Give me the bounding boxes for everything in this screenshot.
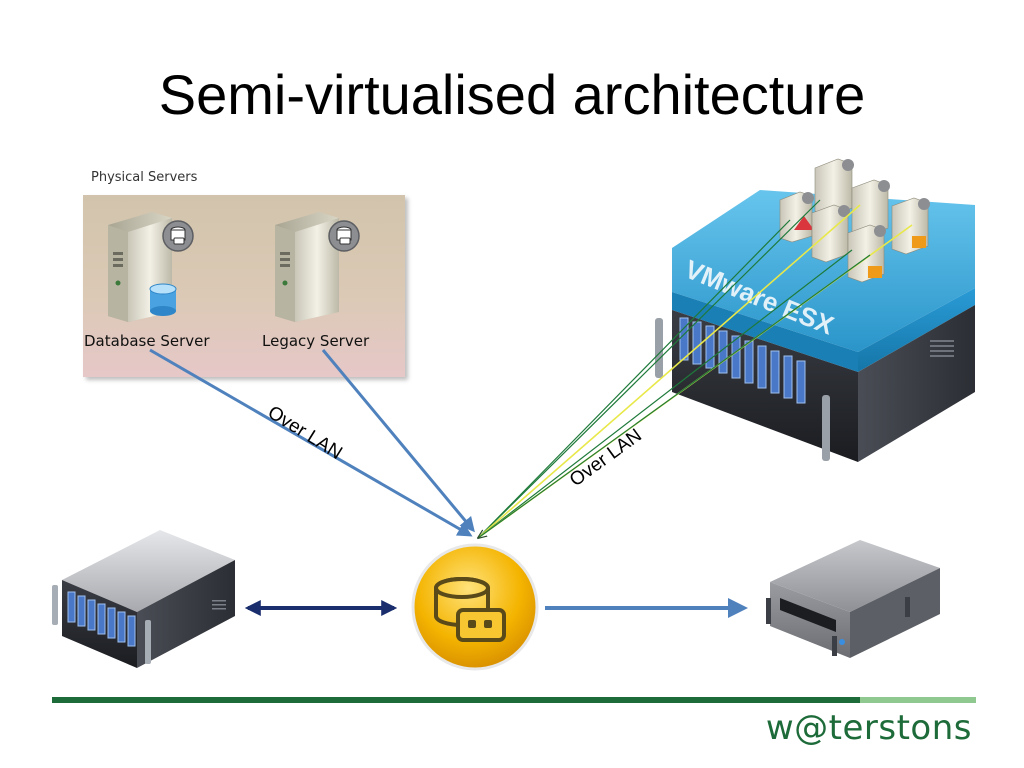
lan-connectors-physical — [149, 348, 475, 537]
lan-connectors-virtual — [478, 199, 913, 538]
vmware-esx-host-icon: VMware ESX — [655, 190, 975, 462]
virtual-machine-icon — [814, 158, 854, 217]
database-server-label: Database Server — [84, 332, 210, 350]
virtual-machine-icon — [779, 191, 814, 243]
virtual-machine-icon — [851, 179, 890, 237]
tape-drive-icon — [766, 540, 940, 658]
backup-agent-icon — [411, 543, 539, 671]
footer-bar — [52, 697, 976, 703]
waterstons-logo: w@terstons — [765, 708, 972, 748]
physical-servers-label: Physical Servers — [91, 170, 198, 185]
legacy-server-label: Legacy Server — [262, 332, 370, 350]
virtual-machine-icon — [847, 224, 886, 283]
virtual-machine-icon — [811, 204, 850, 263]
legacy-server-icon — [275, 212, 360, 322]
storage-array-icon — [52, 530, 235, 668]
database-server-icon — [108, 212, 194, 322]
slide-title: Semi-virtualised architecture — [158, 63, 866, 126]
